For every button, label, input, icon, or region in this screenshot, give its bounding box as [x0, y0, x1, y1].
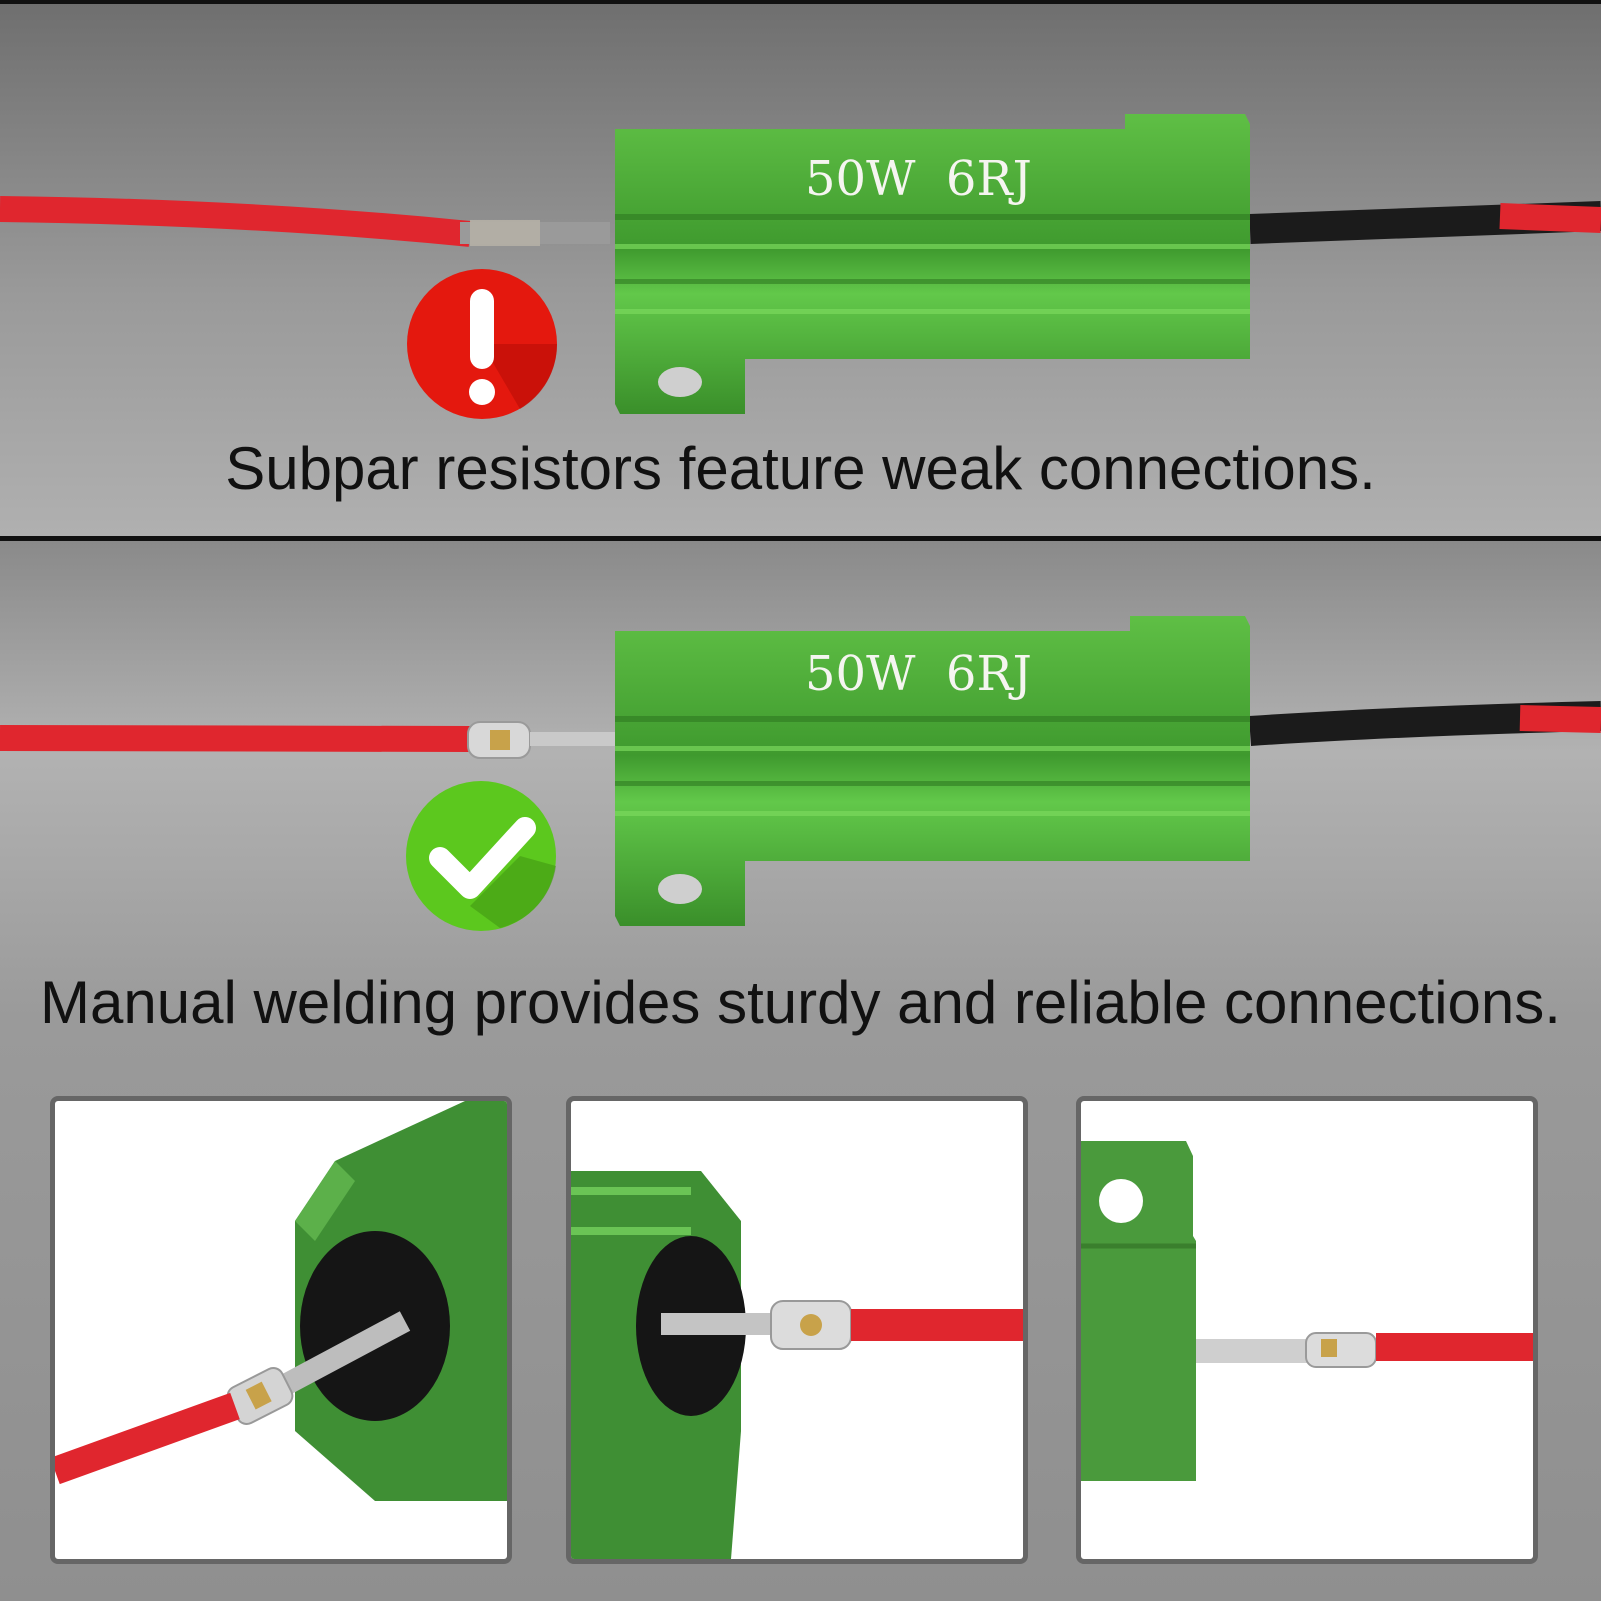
resistor-end-closeup-icon: [55, 1101, 507, 1501]
resistor-body: [615, 114, 1250, 414]
detail-photo-side-view: [566, 1096, 1028, 1564]
strong-connection-caption: Manual welding provides sturdy and relia…: [40, 969, 1561, 1036]
weak-connection-panel: 50W 6RJ Subpar resistors feature weak co…: [0, 0, 1601, 536]
resistor-scene-bad: 50W 6RJ: [0, 94, 1601, 424]
wire-right: [1519, 705, 1601, 733]
wire-left: [0, 196, 472, 247]
weak-connection-caption: Subpar resistors feature weak connection…: [225, 435, 1376, 502]
detail-photo-mount-view: [1076, 1096, 1538, 1564]
lead-pin: [530, 732, 615, 746]
resistor-mount-closeup-icon: [1081, 1141, 1533, 1481]
checkmark-icon: [406, 781, 556, 931]
exclamation-icon: [407, 269, 558, 419]
resistor-scene-good: 50W 6RJ: [0, 606, 1601, 936]
wire-right: [1499, 203, 1601, 233]
resistor-label: 50W 6RJ: [805, 151, 1032, 207]
mount-hole: [658, 874, 702, 904]
detail-photo-end-view: [50, 1096, 512, 1564]
wire-left: [0, 725, 471, 752]
resistor-label: 50W 6RJ: [805, 646, 1032, 702]
mount-hole: [658, 367, 702, 397]
resistor-body: [615, 616, 1250, 926]
resistor-side-closeup-icon: [571, 1171, 1023, 1559]
panel-divider: [0, 536, 1601, 541]
